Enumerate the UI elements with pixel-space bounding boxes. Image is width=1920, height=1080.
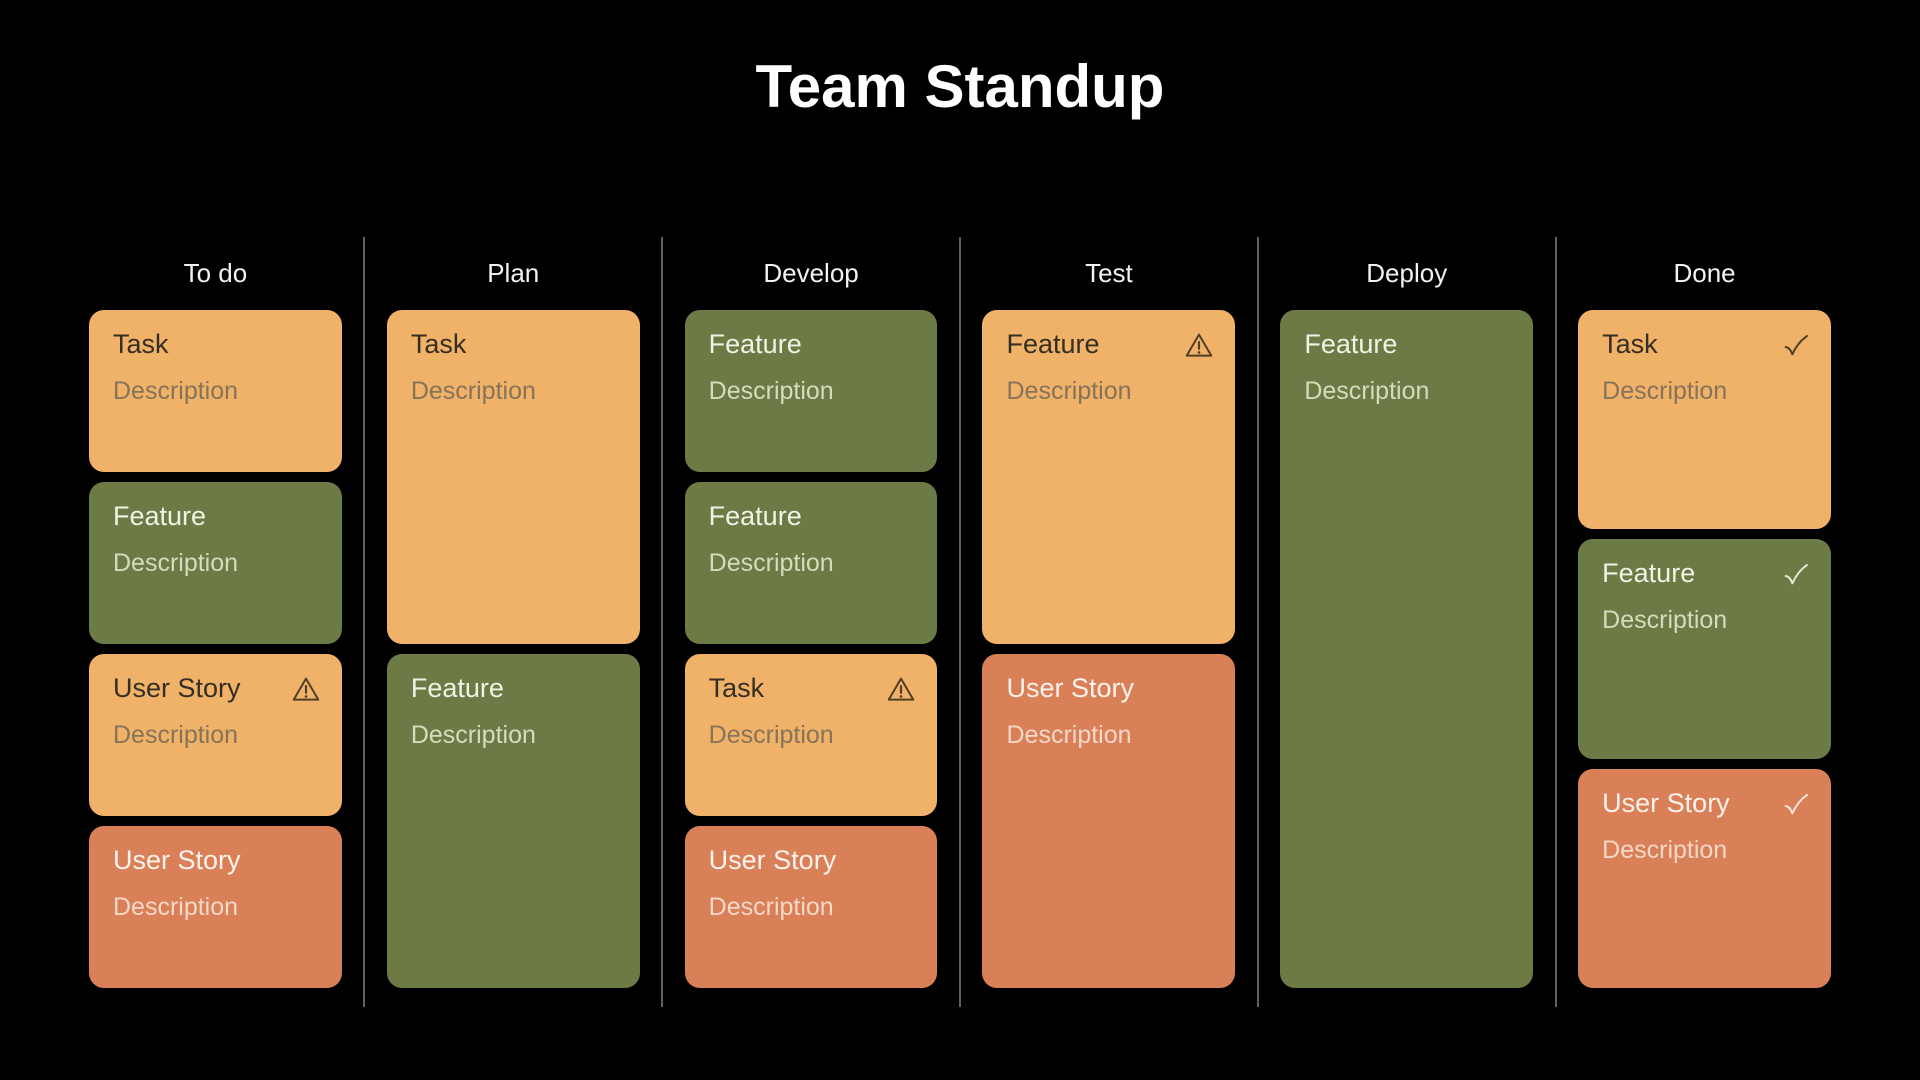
card-description: Description bbox=[708, 893, 834, 921]
card-description: Description bbox=[1602, 606, 1728, 635]
card-title: User Story bbox=[708, 845, 837, 875]
card-description: Description bbox=[410, 721, 536, 749]
card-description: Description bbox=[708, 549, 834, 577]
card-header: User Story bbox=[113, 670, 322, 706]
card-description: Description bbox=[708, 377, 834, 405]
column-header-todo: To do bbox=[183, 258, 248, 288]
check-icon bbox=[1779, 329, 1811, 361]
warning-icon bbox=[290, 673, 322, 705]
card-header: Feature bbox=[411, 670, 620, 706]
column-divider bbox=[661, 237, 664, 1007]
card-header: Feature bbox=[1006, 326, 1215, 362]
card-header: User Story bbox=[1602, 785, 1811, 821]
card-description: Description bbox=[113, 721, 239, 749]
card-title: User Story bbox=[1006, 673, 1135, 703]
column-header-test: Test bbox=[1085, 258, 1133, 288]
card-header: Task bbox=[411, 326, 620, 362]
card-header: Feature bbox=[709, 498, 918, 534]
card-header: Feature bbox=[113, 498, 322, 534]
card-title: Task bbox=[1602, 329, 1658, 359]
card-description: Description bbox=[1006, 377, 1132, 405]
card-header: Task bbox=[709, 670, 918, 706]
card-title: Feature bbox=[1006, 329, 1100, 359]
card-description: Description bbox=[113, 893, 239, 921]
card-description: Description bbox=[113, 377, 239, 405]
card-title: Feature bbox=[410, 673, 504, 703]
column-header-deploy: Deploy bbox=[1366, 258, 1448, 288]
card-description: Description bbox=[113, 549, 239, 577]
column-divider bbox=[959, 237, 961, 1007]
card-header: Feature bbox=[709, 326, 918, 362]
card-title: User Story bbox=[113, 673, 241, 703]
card-description: Description bbox=[1602, 835, 1728, 864]
card-description: Description bbox=[1006, 721, 1132, 749]
card-title: Task bbox=[410, 329, 467, 359]
page-title: Team Standup bbox=[755, 53, 1165, 120]
column-divider bbox=[1554, 237, 1557, 1007]
column-header-plan: Plan bbox=[487, 258, 540, 288]
card-title: Feature bbox=[113, 501, 207, 531]
card-title: User Story bbox=[113, 845, 241, 875]
card-title: User Story bbox=[1602, 787, 1730, 818]
column-divider bbox=[1256, 237, 1259, 1007]
card-title: Task bbox=[113, 329, 169, 359]
check-icon bbox=[1779, 788, 1811, 820]
check-icon bbox=[1779, 558, 1811, 590]
card-header: Feature bbox=[1304, 326, 1513, 362]
warning-icon bbox=[1183, 329, 1215, 361]
card-description: Description bbox=[410, 377, 536, 405]
card-header: User Story bbox=[113, 842, 322, 878]
card-title: Feature bbox=[1602, 558, 1696, 589]
column-header-develop: Develop bbox=[763, 258, 859, 288]
card-description: Description bbox=[1602, 377, 1728, 405]
card-title: Task bbox=[708, 673, 765, 703]
card-description: Description bbox=[708, 721, 834, 749]
card-header: Feature bbox=[1602, 555, 1811, 591]
card-title: Feature bbox=[708, 329, 802, 359]
card-description: Description bbox=[1304, 377, 1430, 405]
card-title: Feature bbox=[708, 501, 802, 531]
card-header: Task bbox=[1602, 326, 1811, 362]
column-divider bbox=[363, 237, 366, 1007]
card-header: Task bbox=[113, 326, 322, 362]
warning-icon bbox=[885, 673, 917, 705]
card-header: User Story bbox=[709, 842, 918, 878]
card-header: User Story bbox=[1006, 670, 1215, 706]
column-header-done: Done bbox=[1673, 258, 1736, 288]
card-title: Feature bbox=[1304, 329, 1398, 359]
